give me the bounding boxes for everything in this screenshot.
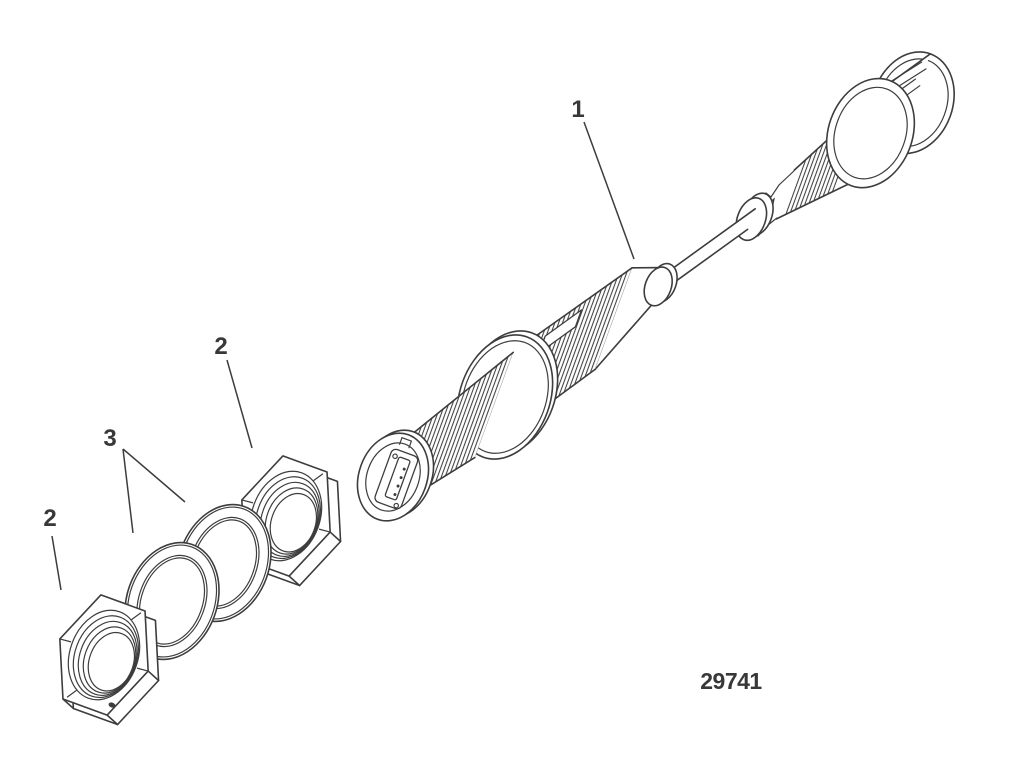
- callout-label: 2: [43, 505, 56, 532]
- figure-number: 29741: [700, 668, 762, 694]
- leader-line: [122, 448, 186, 503]
- leader-line: [226, 359, 253, 449]
- callout-2-lower: 2: [43, 505, 62, 591]
- callout-1: 1: [571, 96, 635, 260]
- keyway-notch: [398, 436, 413, 449]
- usb-port: [374, 448, 419, 510]
- leader-line: [122, 448, 134, 534]
- leader-line: [51, 535, 62, 591]
- part-cable-assembly: [356, 51, 955, 522]
- callout-label: 1: [571, 96, 584, 123]
- nut-threads: [249, 470, 323, 562]
- part-hex-nut-front: [59, 594, 160, 726]
- body-rear-taper: [594, 262, 678, 371]
- callout-label: 3: [103, 425, 116, 452]
- callout-label: 2: [214, 333, 227, 360]
- callout-2-upper: 2: [214, 333, 253, 449]
- nut-threads: [67, 609, 141, 701]
- leader-line: [583, 121, 635, 260]
- callout-3: 3: [103, 425, 186, 534]
- cap-front-rim: [825, 77, 916, 189]
- thread-shading-mark: [108, 702, 116, 708]
